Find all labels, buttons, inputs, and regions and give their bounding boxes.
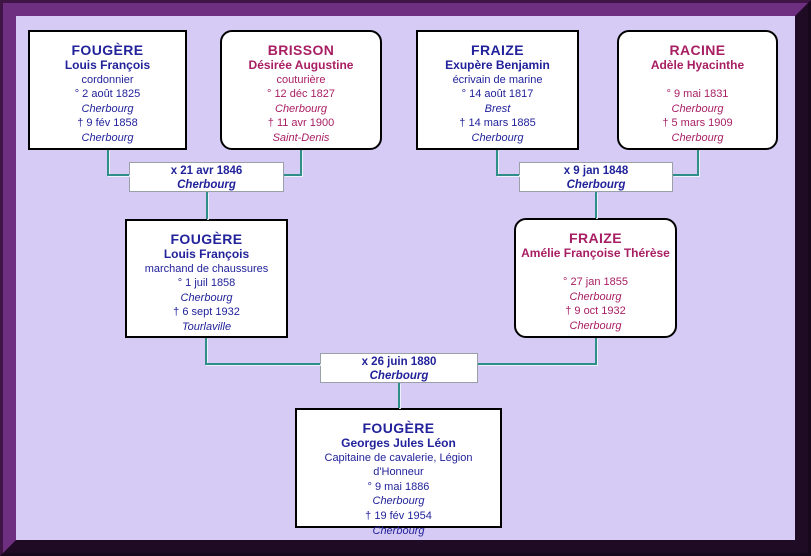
- connector-line: [595, 192, 597, 218]
- profession-label: [518, 261, 673, 276]
- marriage-place-label: Cherbourg: [177, 179, 236, 191]
- surname-label: FOUGÈRE: [362, 420, 435, 436]
- birth-place-label: Brest: [484, 102, 511, 115]
- profession-label: écrivain de marine: [452, 73, 543, 86]
- person-box-racine-adele[interactable]: RACINE Adèle Hyacinthe ° 9 mai 1831 Cher…: [617, 30, 778, 150]
- death-place-label: Cherbourg: [372, 524, 425, 537]
- connector-line: [398, 383, 400, 408]
- given-name-label: Amélie Françoise Thérèse: [521, 246, 670, 260]
- connector-line: [595, 338, 597, 364]
- person-box-fougere-louis-1825[interactable]: FOUGÈRE Louis François cordonnier ° 2 ao…: [28, 30, 187, 150]
- marriage-date-label: x 9 jan 1848: [563, 165, 629, 177]
- connector-line: [107, 150, 109, 175]
- marriage-date-label: x 21 avr 1846: [170, 165, 243, 177]
- death-date-label: † 6 sept 1932: [173, 306, 240, 319]
- surname-label: FRAIZE: [569, 230, 622, 246]
- connector-line: [205, 363, 320, 365]
- surname-label: FOUGÈRE: [71, 42, 144, 58]
- death-place-label: Saint-Denis: [272, 131, 330, 144]
- given-name-label: Adèle Hyacinthe: [650, 58, 745, 72]
- death-place-label: Cherbourg: [671, 131, 724, 144]
- surname-label: FOUGÈRE: [170, 231, 243, 247]
- given-name-label: Exupère Benjamin: [445, 58, 550, 72]
- birth-date-label: ° 1 juil 1858: [177, 277, 236, 290]
- marriage-place-label: Cherbourg: [369, 370, 429, 382]
- given-name-label: Louis François: [64, 58, 151, 72]
- birth-date-label: ° 27 jan 1855: [563, 276, 628, 289]
- birth-date-label: ° 12 déc 1827: [266, 88, 335, 101]
- connector-line: [697, 150, 699, 175]
- death-date-label: † 14 mars 1885: [459, 117, 536, 130]
- connector-line: [206, 192, 208, 219]
- connector-line: [300, 150, 302, 175]
- marriage-box-1880[interactable]: x 26 juin 1880 Cherbourg: [320, 353, 478, 383]
- marriage-date-label: x 26 juin 1880: [361, 356, 437, 368]
- surname-label: RACINE: [669, 42, 726, 58]
- death-date-label: † 9 oct 1932: [565, 305, 626, 318]
- connector-line: [284, 174, 302, 176]
- death-place-label: Cherbourg: [81, 131, 134, 144]
- given-name-label: Georges Jules Léon: [341, 436, 456, 450]
- profession-label: marchand de chaussures: [144, 262, 269, 275]
- marriage-box-1848[interactable]: x 9 jan 1848 Cherbourg: [519, 162, 673, 192]
- profession-label: cordonnier: [81, 73, 134, 86]
- profession-label: couturière: [276, 73, 326, 86]
- birth-date-label: ° 14 août 1817: [461, 88, 534, 101]
- birth-date-label: ° 2 août 1825: [74, 88, 141, 101]
- death-date-label: † 19 fév 1954: [365, 509, 432, 522]
- marriage-place-label: Cherbourg: [566, 179, 626, 191]
- person-box-brisson-desiree[interactable]: BRISSON Désirée Augustine couturière ° 1…: [220, 30, 382, 150]
- profession-label: Capitaine de cavalerie, Légion d'Honneur: [324, 451, 473, 479]
- given-name-label: Désirée Augustine: [248, 58, 354, 72]
- marriage-box-1846[interactable]: x 21 avr 1846 Cherbourg: [129, 162, 284, 192]
- given-name-label: Louis François: [163, 247, 250, 261]
- person-box-fraize-amelie[interactable]: FRAIZE Amélie Françoise Thérèse ° 27 jan…: [514, 218, 677, 338]
- connector-line: [496, 174, 519, 176]
- connector-line: [496, 150, 498, 175]
- birth-place-label: Cherbourg: [180, 291, 233, 304]
- person-box-fougere-georges[interactable]: FOUGÈRE Georges Jules Léon Capitaine de …: [295, 408, 502, 537]
- death-place-label: Cherbourg: [471, 131, 524, 144]
- death-date-label: † 9 fév 1858: [77, 117, 138, 130]
- death-date-label: † 5 mars 1909: [662, 117, 733, 130]
- birth-date-label: ° 9 mai 1886: [367, 480, 430, 493]
- surname-label: BRISSON: [267, 42, 335, 58]
- person-box-fougere-louis-1858[interactable]: FOUGÈRE Louis François marchand de chaus…: [125, 219, 288, 338]
- surname-label: FRAIZE: [471, 42, 524, 58]
- death-place-label: Cherbourg: [569, 319, 622, 332]
- birth-place-label: Cherbourg: [671, 102, 724, 115]
- person-box-fraize-exupere[interactable]: FRAIZE Exupère Benjamin écrivain de mari…: [416, 30, 579, 150]
- birth-date-label: ° 9 mai 1831: [666, 88, 729, 101]
- connector-line: [205, 338, 207, 364]
- death-place-label: Tourlaville: [181, 320, 232, 333]
- connector-line: [107, 174, 129, 176]
- connector-line: [673, 174, 699, 176]
- birth-place-label: Cherbourg: [372, 495, 425, 508]
- birth-place-label: Cherbourg: [81, 102, 134, 115]
- profession-label: [621, 73, 774, 88]
- birth-place-label: Cherbourg: [275, 102, 327, 115]
- death-date-label: † 11 avr 1900: [267, 117, 335, 130]
- birth-place-label: Cherbourg: [569, 290, 622, 303]
- connector-line: [478, 363, 597, 365]
